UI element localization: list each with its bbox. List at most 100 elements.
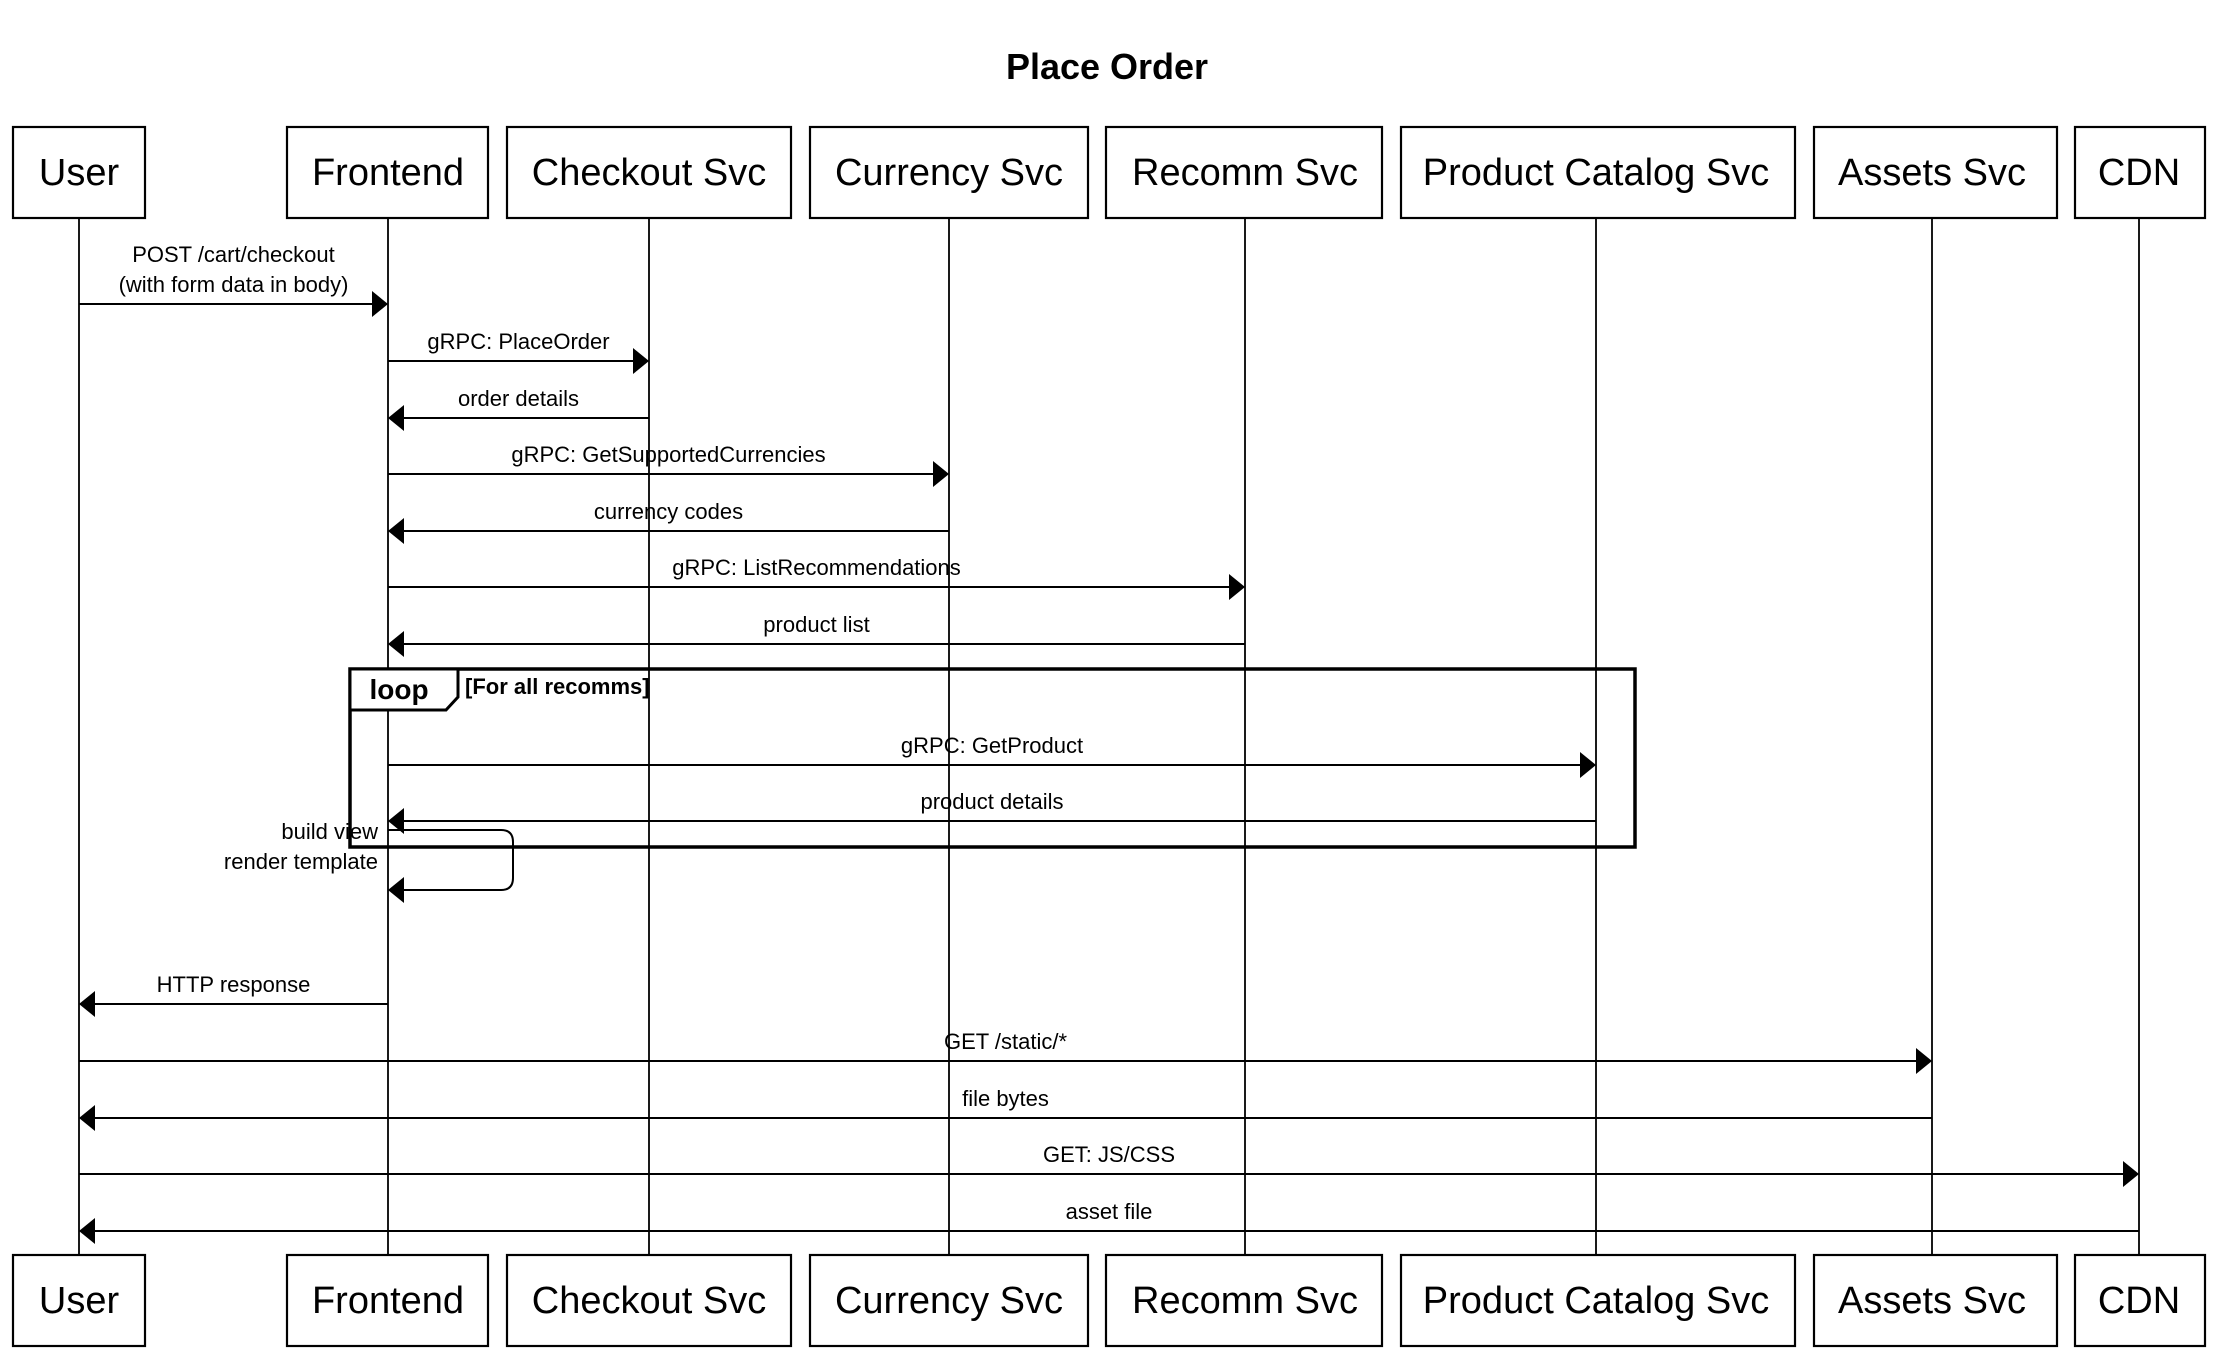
arrowhead (79, 1105, 95, 1131)
arrowhead (633, 348, 649, 374)
participants-bottom: User Frontend Checkout Svc Currency Svc Reco… (11, 1253, 2207, 1348)
arrowhead (388, 808, 404, 834)
message-5: currency codes (388, 499, 949, 544)
arrowhead (933, 461, 949, 487)
message-label: asset file (1066, 1199, 1153, 1224)
message-9: product details (388, 789, 1596, 834)
message-label: gRPC: GetProduct (901, 733, 1083, 758)
participant-label: Currency Svc (835, 1280, 1063, 1322)
loop-keyword: loop (369, 674, 428, 705)
participant-label: Currency Svc (835, 152, 1063, 194)
message-label: gRPC: ListRecommendations (672, 555, 961, 580)
message-15: asset file (79, 1199, 2139, 1244)
participant-catalog-bottom: Product Catalog Svc (1399, 1253, 1797, 1348)
message-label: HTTP response (157, 972, 311, 997)
participant-box (1399, 125, 1797, 220)
message-10: build view render template (224, 819, 514, 903)
arrowhead (388, 877, 404, 903)
participant-label: Checkout Svc (532, 1280, 766, 1322)
participant-label: User (39, 152, 120, 194)
self-message-line (388, 829, 514, 891)
loop-frame (348, 667, 1637, 849)
arrowhead (79, 1218, 95, 1244)
participant-recomm-top: Recomm Svc (1104, 125, 1384, 220)
participant-label: Assets Svc (1838, 1280, 2026, 1322)
participant-box (505, 125, 793, 220)
participant-checkout-bottom: Checkout Svc (505, 1253, 793, 1348)
arrowhead (79, 991, 95, 1017)
participant-label: User (39, 1280, 120, 1322)
arrowhead (1580, 752, 1596, 778)
message-8: gRPC: GetProduct (388, 733, 1596, 778)
message-label: product list (763, 612, 869, 637)
message-3: order details (388, 386, 649, 431)
message-4: gRPC: GetSupportedCurrencies (388, 442, 949, 487)
message-2: gRPC: PlaceOrder (388, 329, 649, 374)
participant-catalog-top: Product Catalog Svc (1399, 125, 1797, 220)
message-label: gRPC: PlaceOrder (427, 329, 609, 354)
arrowhead (388, 405, 404, 431)
participant-label: Frontend (312, 152, 464, 194)
participant-box (11, 125, 147, 220)
participant-box (1812, 125, 2059, 220)
arrowhead (388, 631, 404, 657)
participant-label: Recomm Svc (1132, 152, 1358, 194)
participant-assets-top: Assets Svc (1812, 125, 2059, 220)
participant-label: Assets Svc (1838, 152, 2026, 194)
participant-box (1104, 1253, 1384, 1348)
message-label: product details (920, 789, 1063, 814)
participant-box (285, 125, 490, 220)
participant-label: Product Catalog Svc (1423, 152, 1769, 194)
participant-cdn-bottom: CDN (2073, 1253, 2207, 1348)
message-11: HTTP response (79, 972, 388, 1017)
arrowhead (2123, 1161, 2139, 1187)
message-1: POST /cart/checkout (with form data in bo… (79, 242, 388, 317)
messages: POST /cart/checkout (with form data in bo… (79, 242, 2139, 1244)
participant-box (808, 1253, 1090, 1348)
arrowhead (1229, 574, 1245, 600)
participant-box (1812, 1253, 2059, 1348)
arrowhead (372, 291, 388, 317)
message-label: build view (281, 819, 378, 844)
arrowhead (388, 518, 404, 544)
participant-box (285, 1253, 490, 1348)
loop-tab (348, 667, 460, 712)
participant-label: Checkout Svc (532, 152, 766, 194)
participant-user-top: User (11, 125, 147, 220)
participant-box (1399, 1253, 1797, 1348)
participant-recomm-bottom: Recomm Svc (1104, 1253, 1384, 1348)
participants-top: User Frontend Checkout Svc Currency Svc Reco… (11, 125, 2207, 220)
participant-label: CDN (2098, 152, 2180, 194)
participant-box (11, 1253, 147, 1348)
participant-currency-bottom: Currency Svc (808, 1253, 1090, 1348)
participant-box (505, 1253, 793, 1348)
message-6: gRPC: ListRecommendations (388, 555, 1245, 600)
message-label: (with form data in body) (119, 272, 349, 297)
participant-box (2073, 1253, 2207, 1348)
message-7: product list (388, 612, 1245, 657)
participant-user-bottom: User (11, 1253, 147, 1348)
message-label: POST /cart/checkout (132, 242, 335, 267)
participant-assets-bottom: Assets Svc (1812, 1253, 2059, 1348)
participant-label: CDN (2098, 1280, 2180, 1322)
message-label: GET: JS/CSS (1043, 1142, 1175, 1167)
diagram-title: Place Order (1006, 46, 1208, 87)
message-14: GET: JS/CSS (79, 1142, 2139, 1187)
message-label: currency codes (594, 499, 743, 524)
message-label: file bytes (962, 1086, 1049, 1111)
message-label: render template (224, 849, 378, 874)
participant-box (2073, 125, 2207, 220)
loop-fragment: loop [For all recomms] (348, 667, 1637, 849)
participant-label: Frontend (312, 1280, 464, 1322)
participant-label: Recomm Svc (1132, 1280, 1358, 1322)
message-label: order details (458, 386, 579, 411)
loop-condition: [For all recomms] (465, 674, 650, 699)
participant-checkout-top: Checkout Svc (505, 125, 793, 220)
participant-frontend-bottom: Frontend (285, 1253, 490, 1348)
participant-frontend-top: Frontend (285, 125, 490, 220)
message-12: GET /static/* (79, 1029, 1932, 1074)
lifelines (78, 218, 2140, 1255)
message-label: GET /static/* (944, 1029, 1068, 1054)
participant-box (808, 125, 1090, 220)
